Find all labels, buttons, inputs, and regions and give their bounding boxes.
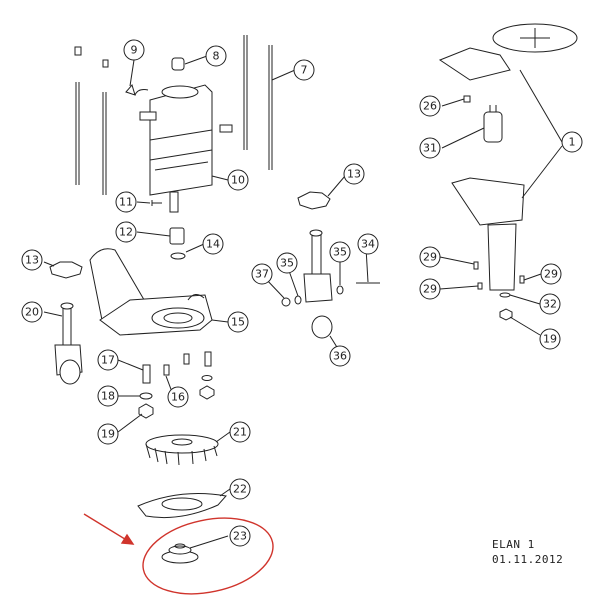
fan-impeller (145, 434, 219, 466)
part-12-bushing (169, 227, 185, 245)
callout-29-right: 29 (544, 268, 558, 281)
callout-26: 26 (423, 100, 437, 113)
callout-22: 22 (233, 483, 247, 496)
motor-assembly (125, 83, 233, 213)
callout-11: 11 (119, 196, 133, 209)
caster-wheel (54, 302, 83, 385)
part-37-washer (281, 297, 291, 307)
callout-32: 32 (543, 298, 557, 311)
callout-35-left: 35 (280, 257, 294, 270)
highlight-ellipse (142, 517, 274, 595)
capacitor (483, 105, 503, 143)
callout-8: 8 (213, 50, 220, 63)
fork-assembly (281, 229, 380, 339)
callout-9: 9 (131, 44, 138, 57)
part-26-screw (463, 95, 471, 103)
part-8-cap (171, 57, 185, 71)
part-18-washer (139, 392, 153, 400)
callout-10: 10 (231, 174, 245, 187)
callout-35-right: 35 (333, 246, 347, 259)
callout-37: 37 (255, 268, 269, 281)
model-label: ELAN 1 (492, 538, 535, 551)
callout-20: 20 (25, 306, 39, 319)
pulley (161, 543, 199, 564)
callout-13-left: 13 (25, 254, 39, 267)
callout-21: 21 (233, 426, 247, 439)
callout-circles (21, 39, 583, 547)
highlight-marker (83, 513, 274, 595)
rods (74, 35, 273, 195)
callout-34: 34 (361, 238, 375, 251)
callout-23: 23 (233, 530, 247, 543)
cover-plate (137, 493, 227, 519)
callout-15: 15 (231, 316, 245, 329)
star-knob-right (297, 191, 331, 210)
callout-36: 36 (333, 350, 347, 363)
star-knob-left (49, 261, 83, 279)
callout-18: 18 (101, 390, 115, 403)
callout-12: 12 (119, 226, 133, 239)
base-arm (89, 248, 213, 336)
callout-7: 7 (301, 64, 308, 77)
part-16-screw (163, 364, 170, 376)
callout-19-right: 19 (543, 333, 557, 346)
callout-29-upper: 29 (423, 251, 437, 264)
callout-17: 17 (101, 354, 115, 367)
callout-19-left: 19 (101, 428, 115, 441)
part-14-washer (170, 252, 186, 260)
callout-13-right: 13 (347, 168, 361, 181)
part-36-wheel (311, 315, 333, 339)
callout-14: 14 (206, 238, 220, 251)
callout-31: 31 (423, 142, 437, 155)
part-17-pin (142, 364, 151, 384)
revision-date: 01.11.2012 (492, 553, 564, 566)
callout-1: 1 (569, 136, 576, 149)
part-19-nut (138, 403, 154, 419)
callout-29-lower: 29 (423, 283, 437, 296)
part-11-screw (151, 200, 162, 206)
handle-housing (438, 23, 578, 291)
callout-16: 16 (171, 391, 185, 404)
